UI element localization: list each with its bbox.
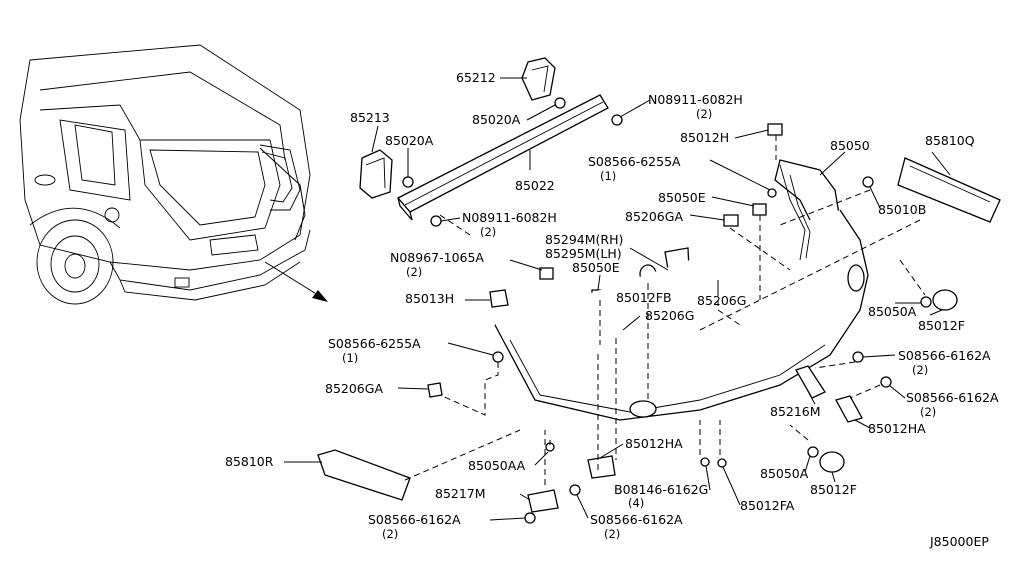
qty-s08566-6162-b2: (2) [604, 527, 620, 541]
label-85020A-top: 85020A [472, 112, 521, 127]
label-n08911-mid: N08911-6082H [462, 210, 557, 225]
qty-n08967: (2) [406, 265, 422, 279]
label-85012H: 85012H [680, 130, 729, 145]
label-85050E-top: 85050E [658, 190, 706, 205]
label-85050E-mid: 85050E [572, 260, 620, 275]
label-s08566-6162-r1: S08566-6162A [898, 348, 991, 363]
label-85294M: 85294M(RH) [545, 232, 623, 247]
qty-s08566-6162-r1: (2) [912, 363, 928, 377]
label-85050: 85050 [830, 138, 870, 153]
label-n08967: N08967-1065A [390, 250, 484, 265]
reinforcement-beam-85022 [396, 94, 609, 221]
reflector-85810Q [897, 157, 1001, 223]
label-85050A-right: 85050A [868, 304, 917, 319]
label-85020A-left: 85020A [385, 133, 434, 148]
diagram-code: J85000EP [929, 534, 989, 549]
label-85216M: 85216M [770, 404, 821, 419]
dashed-lines [404, 135, 926, 485]
qty-s08566-6255-left: (1) [342, 351, 358, 365]
label-65212: 65212 [456, 70, 496, 85]
qty-s08566-6162-b1: (2) [382, 527, 398, 541]
vehicle-illustration [19, 44, 311, 305]
direction-arrow [264, 261, 328, 302]
side-brackets [527, 365, 863, 513]
label-85050A-bottom: 85050A [760, 466, 809, 481]
label-b08146: B08146-6162G [614, 482, 708, 497]
label-85012HA-center: 85012HA [625, 436, 683, 451]
label-85206GA-left: 85206GA [325, 381, 383, 396]
qty-n08911-mid: (2) [480, 225, 496, 239]
label-85810R: 85810R [225, 454, 274, 469]
label-85206GA-top: 85206GA [625, 209, 683, 224]
label-s08566-6255-top: S08566-6255A [588, 154, 681, 169]
label-85217M: 85217M [435, 486, 486, 501]
label-85012FA: 85012FA [740, 498, 795, 513]
label-s08566-6162-b2: S08566-6162A [590, 512, 683, 527]
bolts [402, 97, 958, 524]
qty-s08566-6162-r2: (2) [920, 405, 936, 419]
label-85012HA-right: 85012HA [868, 421, 926, 436]
label-85013H: 85013H [405, 291, 454, 306]
reflector-85810R [317, 449, 411, 501]
label-s08566-6255-left: S08566-6255A [328, 336, 421, 351]
qty-s08566-6255-top: (1) [600, 169, 616, 183]
bracket-65212 [521, 57, 556, 101]
label-85012FB: 85012FB [616, 290, 672, 305]
label-85206G-mid: 85206G [645, 308, 694, 323]
label-85010B: 85010B [878, 202, 926, 217]
label-85213: 85213 [350, 110, 390, 125]
label-s08566-6162-b1: S08566-6162A [368, 512, 461, 527]
label-85206G-right: 85206G [697, 293, 746, 308]
label-n08911-top: N08911-6082H [648, 92, 743, 107]
label-85022: 85022 [515, 178, 555, 193]
label-85012F-right: 85012F [918, 318, 965, 333]
label-85810Q: 85810Q [925, 133, 975, 148]
label-s08566-6162-r2: S08566-6162A [906, 390, 999, 405]
qty-n08911-top: (2) [696, 107, 712, 121]
label-85295M: 85295M(LH) [545, 246, 622, 261]
leader-lines [284, 77, 951, 521]
qty-b08146: (4) [628, 496, 644, 510]
label-85012F-bottom: 85012F [810, 482, 857, 497]
label-85050AA: 85050AA [468, 458, 526, 473]
part-labels: 65212 85213 85020A 85020A 85022 N08911-6… [225, 70, 999, 549]
bracket-85213 [359, 149, 393, 199]
